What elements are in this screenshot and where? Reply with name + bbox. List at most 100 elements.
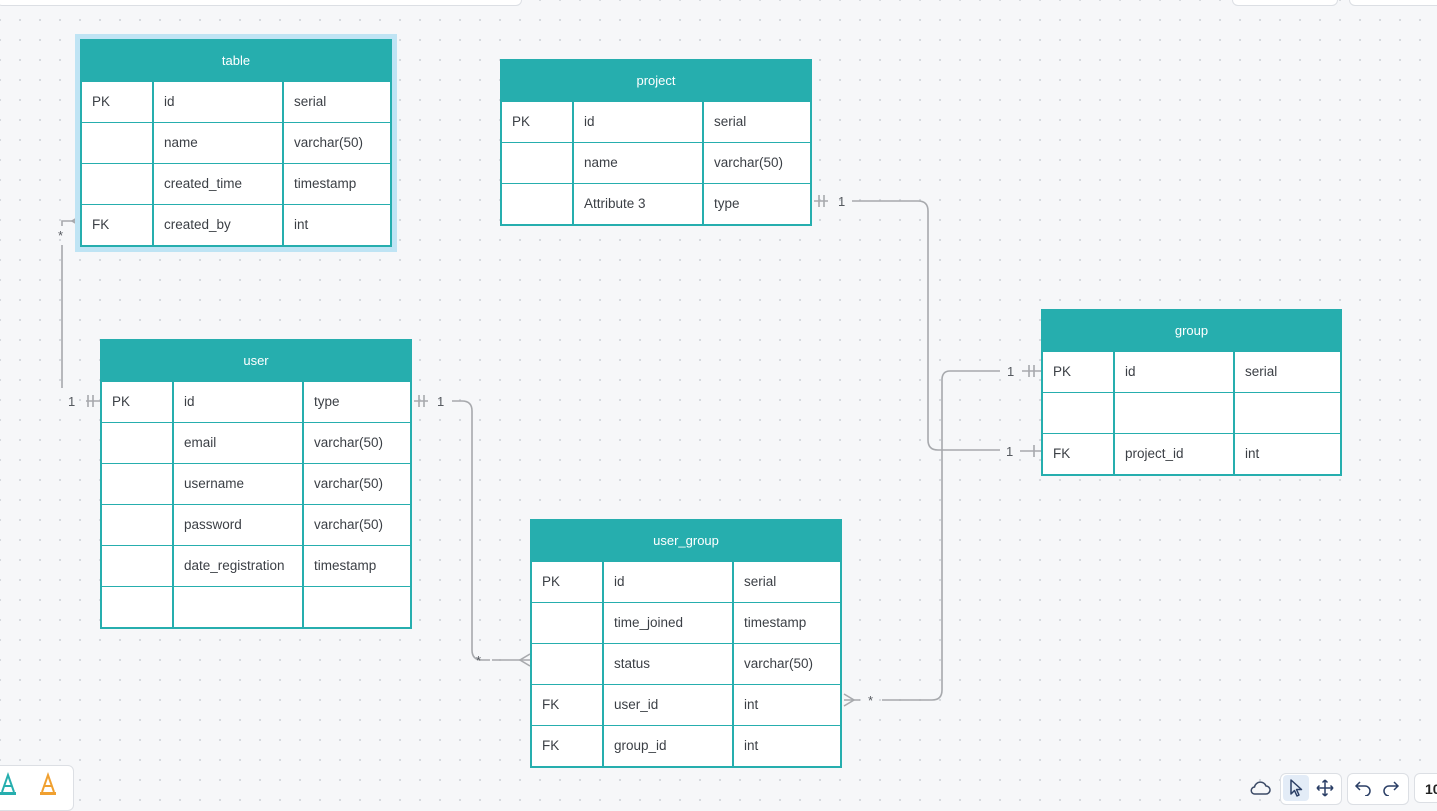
- key-cell[interactable]: [82, 164, 152, 204]
- column-type-cell[interactable]: varchar(50): [302, 505, 410, 545]
- column-type-cell[interactable]: timestamp: [732, 603, 840, 643]
- key-cell[interactable]: PK: [542, 574, 561, 589]
- key-cell[interactable]: PK: [112, 394, 131, 409]
- key-cell[interactable]: [102, 505, 172, 545]
- text-style-icon[interactable]: [0, 771, 18, 796]
- column-name-cell[interactable]: [172, 587, 302, 627]
- column-type-cell[interactable]: serial: [732, 562, 840, 602]
- column-type-cell[interactable]: int: [732, 685, 840, 725]
- key-cell[interactable]: FK: [542, 697, 560, 712]
- column-type-cell[interactable]: int: [282, 205, 390, 245]
- key-cell[interactable]: [532, 644, 602, 684]
- column-type-cell[interactable]: timestamp: [282, 164, 390, 204]
- table-row[interactable]: [1043, 392, 1340, 433]
- column-name-cell[interactable]: id: [172, 382, 302, 422]
- entity-title[interactable]: group: [1043, 311, 1340, 351]
- column-name-cell[interactable]: id: [1113, 352, 1233, 392]
- key-cell[interactable]: PK: [1053, 364, 1072, 379]
- column-name-cell[interactable]: status: [602, 644, 732, 684]
- entity-title[interactable]: user: [102, 341, 410, 381]
- column-name-cell[interactable]: created_time: [152, 164, 282, 204]
- column-type-cell[interactable]: type: [702, 184, 810, 224]
- column-type-cell[interactable]: [1233, 393, 1340, 433]
- column-name-cell[interactable]: project_id: [1113, 434, 1233, 474]
- column-name-cell[interactable]: [1113, 393, 1233, 433]
- entity-title[interactable]: user_group: [532, 521, 840, 561]
- column-type-cell[interactable]: serial: [702, 102, 810, 142]
- column-name-cell[interactable]: time_joined: [602, 603, 732, 643]
- column-name-cell[interactable]: password: [172, 505, 302, 545]
- key-cell[interactable]: [532, 603, 602, 643]
- key-cell[interactable]: [102, 546, 172, 586]
- column-type-cell[interactable]: varchar(50): [282, 123, 390, 163]
- column-type-cell[interactable]: int: [732, 726, 840, 766]
- column-type-cell[interactable]: int: [1233, 434, 1340, 474]
- column-type-cell[interactable]: timestamp: [302, 546, 410, 586]
- key-cell[interactable]: PK: [92, 94, 111, 109]
- entity-title[interactable]: project: [502, 61, 810, 101]
- zoom-level[interactable]: 10: [1414, 773, 1437, 803]
- column-name-cell[interactable]: id: [152, 82, 282, 122]
- column-type-cell[interactable]: varchar(50): [302, 464, 410, 504]
- column-name-cell[interactable]: name: [572, 143, 702, 183]
- column-name-cell[interactable]: id: [572, 102, 702, 142]
- column-type-cell[interactable]: serial: [282, 82, 390, 122]
- column-name-cell[interactable]: date_registration: [172, 546, 302, 586]
- column-name-cell[interactable]: name: [152, 123, 282, 163]
- undo-icon[interactable]: [1350, 775, 1376, 801]
- column-type-cell[interactable]: serial: [1233, 352, 1340, 392]
- key-cell[interactable]: [1043, 393, 1113, 433]
- top-right-button[interactable]: [1232, 0, 1338, 6]
- table-row[interactable]: [102, 586, 410, 627]
- column-type-cell[interactable]: varchar(50): [732, 644, 840, 684]
- move-icon[interactable]: [1312, 775, 1338, 801]
- column-type-cell[interactable]: [302, 587, 410, 627]
- entity-title[interactable]: table: [82, 41, 390, 81]
- column-name-cell[interactable]: user_id: [602, 685, 732, 725]
- key-cell[interactable]: [82, 123, 152, 163]
- key-cell[interactable]: [502, 143, 572, 183]
- column-type-cell[interactable]: varchar(50): [702, 143, 810, 183]
- highlight-style-icon[interactable]: [38, 771, 58, 796]
- key-cell[interactable]: FK: [92, 217, 110, 232]
- column-name-cell[interactable]: id: [602, 562, 732, 602]
- column-name-cell[interactable]: username: [172, 464, 302, 504]
- column-name-cell[interactable]: group_id: [602, 726, 732, 766]
- key-cell[interactable]: FK: [1053, 446, 1071, 461]
- key-cell[interactable]: [102, 587, 172, 627]
- select-pointer-icon[interactable]: [1283, 775, 1309, 801]
- top-right-button[interactable]: [1349, 0, 1437, 6]
- key-cell[interactable]: FK: [542, 738, 560, 753]
- column-name-cell[interactable]: created_by: [152, 205, 282, 245]
- column-type-cell[interactable]: varchar(50): [302, 423, 410, 463]
- column-name-cell[interactable]: Attribute 3: [572, 184, 702, 224]
- key-cell[interactable]: [102, 423, 172, 463]
- column-name-cell[interactable]: email: [172, 423, 302, 463]
- column-type-cell[interactable]: type: [302, 382, 410, 422]
- key-cell[interactable]: PK: [512, 114, 531, 129]
- key-cell[interactable]: [102, 464, 172, 504]
